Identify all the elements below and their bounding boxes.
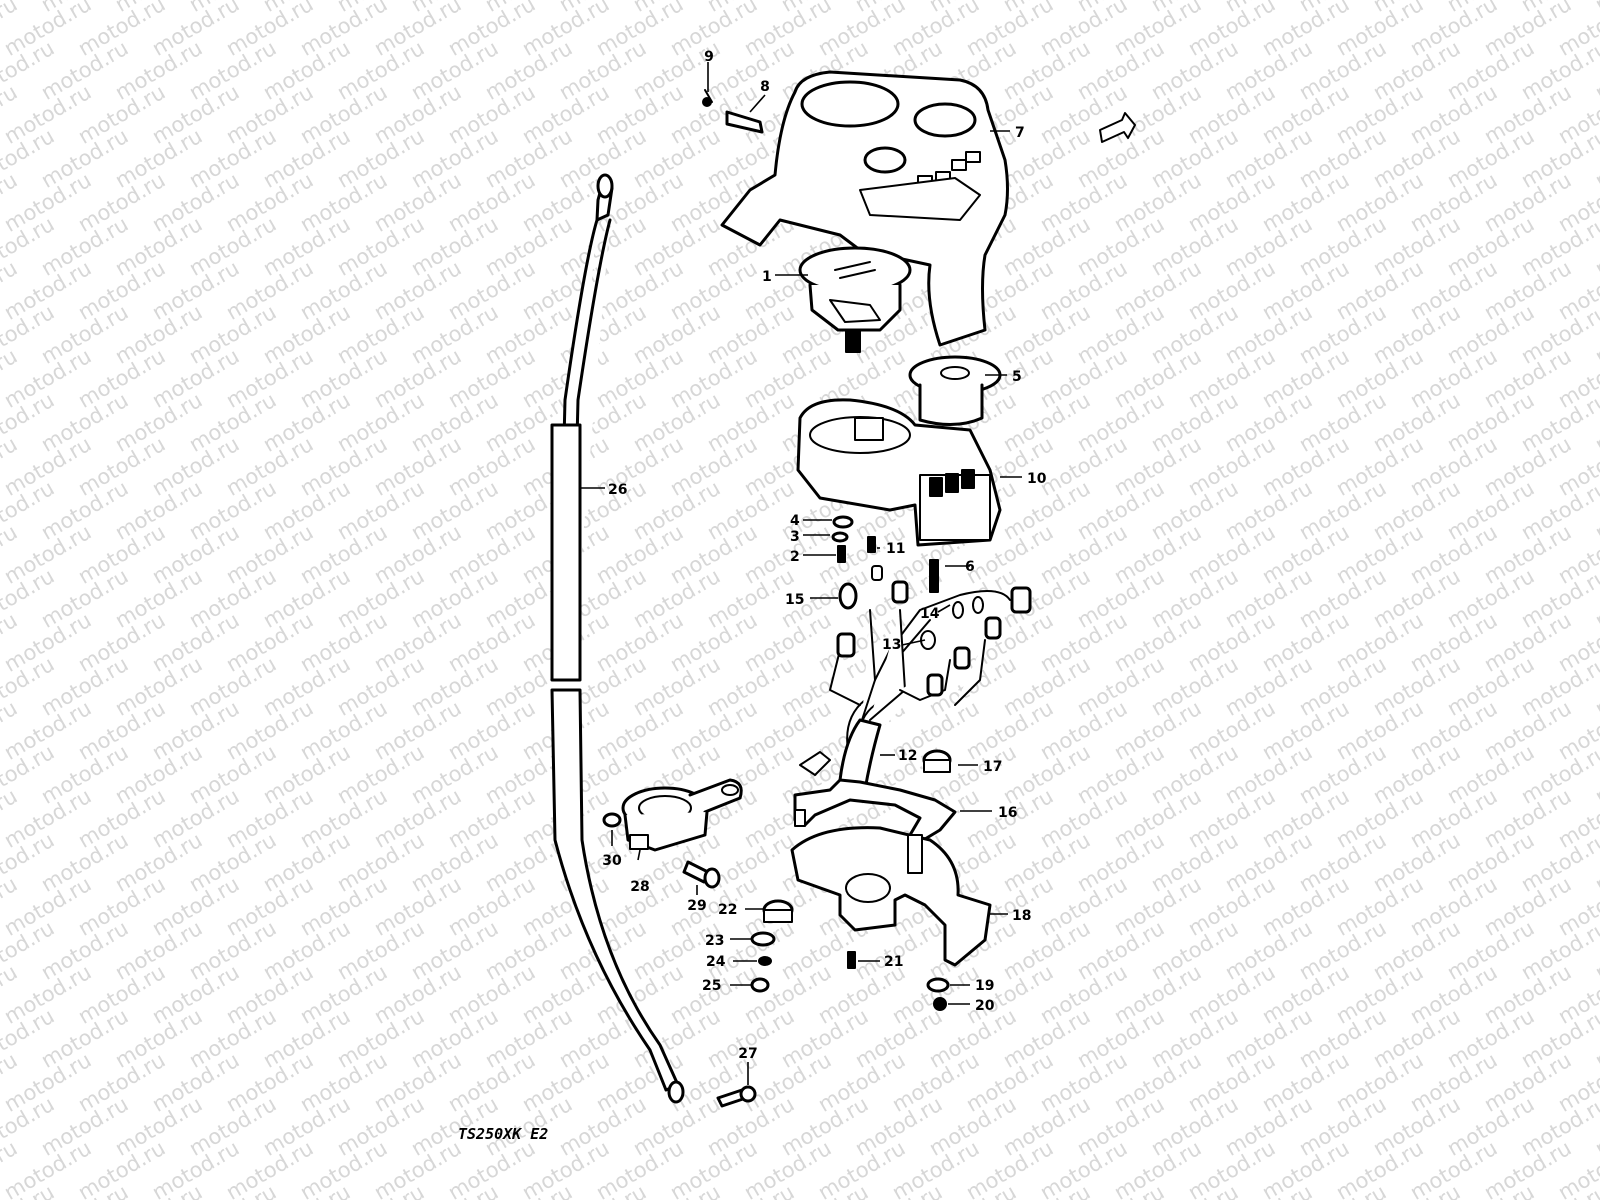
washer-4-part xyxy=(832,515,854,529)
front-direction-arrow xyxy=(1099,112,1136,143)
callout-22: 22 xyxy=(718,902,737,918)
callout-15: 15 xyxy=(785,592,804,608)
bolt-29-part xyxy=(682,860,721,889)
bolt-27-part xyxy=(716,1085,757,1108)
callout-20: 20 xyxy=(975,998,995,1014)
callout-25: 25 xyxy=(702,978,721,994)
screw-2-part xyxy=(837,545,846,563)
washer-23-part xyxy=(750,931,776,947)
clamp-28-part xyxy=(621,778,743,852)
bracket-16-part xyxy=(793,751,957,844)
model-caption: TS250XK E2 xyxy=(458,1125,549,1143)
screw-21-part xyxy=(847,951,856,969)
collar-24-part xyxy=(758,956,772,966)
callout-21: 21 xyxy=(884,954,903,970)
callout-3: 3 xyxy=(790,529,800,545)
callout-16: 16 xyxy=(998,805,1017,821)
callout-29: 29 xyxy=(687,898,706,914)
socket-5-part xyxy=(908,355,1002,427)
callout-14: 14 xyxy=(920,606,940,622)
screw-9-part xyxy=(702,89,713,107)
callout-1: 1 xyxy=(762,269,772,285)
callout-27: 27 xyxy=(738,1046,757,1062)
callout-28: 28 xyxy=(630,879,649,895)
screw-6-part xyxy=(929,559,939,593)
callout-26: 26 xyxy=(608,482,627,498)
nut-30-part xyxy=(602,812,622,828)
callout-19: 19 xyxy=(975,978,994,994)
meter-housing-part xyxy=(796,398,1002,547)
callout-10: 10 xyxy=(1027,471,1047,487)
screw-11-part xyxy=(867,536,876,553)
nut-25-part xyxy=(750,977,770,993)
callout-7: 7 xyxy=(1015,125,1025,141)
callout-labels: 9 8 7 1 5 10 4 3 2 11 6 15 14 13 12 17 1… xyxy=(602,49,1046,1062)
callout-11: 11 xyxy=(886,541,905,557)
callout-13: 13 xyxy=(882,637,901,653)
callout-17: 17 xyxy=(983,759,1002,775)
washer-19-part xyxy=(926,977,950,993)
lower-cover-18-part xyxy=(790,826,992,967)
callout-8: 8 xyxy=(760,79,770,95)
callout-6: 6 xyxy=(965,559,975,575)
leader-lines xyxy=(580,62,1022,1085)
callout-9: 9 xyxy=(704,49,714,65)
callout-5: 5 xyxy=(1012,369,1022,385)
callout-18: 18 xyxy=(1012,908,1031,924)
meter-cowl-part xyxy=(720,70,1009,347)
callout-30: 30 xyxy=(602,853,622,869)
speedometer-part xyxy=(798,246,912,353)
callout-24: 24 xyxy=(706,954,726,970)
callout-2: 2 xyxy=(790,549,800,565)
speedo-cable-26-part xyxy=(550,173,685,1104)
callout-4: 4 xyxy=(790,513,800,529)
grommet-17-part xyxy=(922,749,952,773)
nut-20-part xyxy=(933,997,947,1011)
wiring-harness-part xyxy=(829,565,1032,792)
bulb-15-part xyxy=(838,582,858,610)
grommet-8-part xyxy=(725,110,764,134)
callout-12: 12 xyxy=(898,748,917,764)
callout-23: 23 xyxy=(705,933,724,949)
grommet-22-part xyxy=(762,899,794,923)
washer-3-part xyxy=(831,531,849,543)
